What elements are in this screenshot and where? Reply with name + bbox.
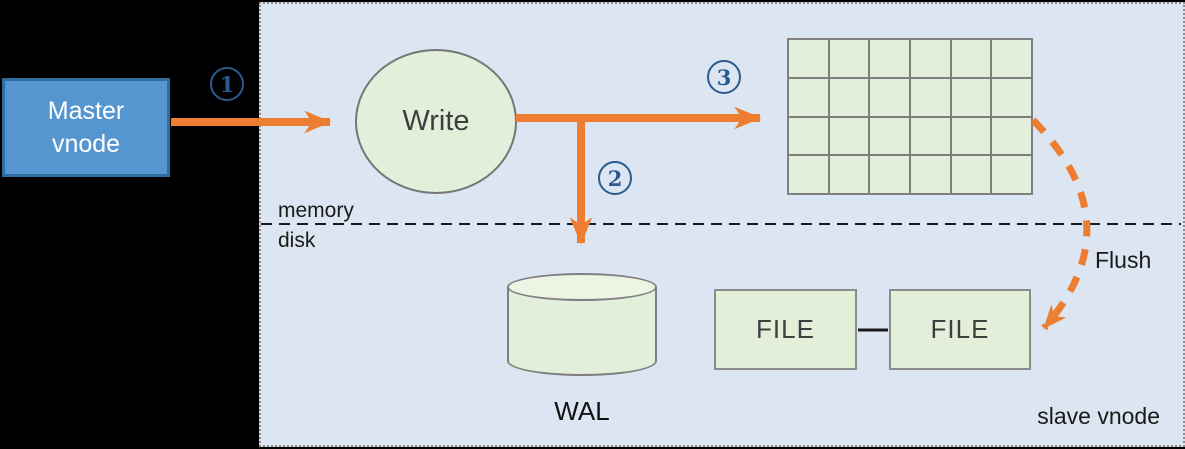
wal-cylinder-body (507, 287, 657, 376)
flush-label: Flush (1095, 247, 1152, 273)
file-box-1: FILE (714, 289, 857, 370)
memtable-cell (992, 40, 1031, 77)
write-ellipse: Write (355, 49, 517, 194)
memtable-cell (911, 117, 950, 155)
slave-vnode-label: slave vnode (1037, 403, 1160, 429)
memtable-cell (870, 78, 909, 116)
memtable-cell (870, 40, 909, 77)
memtable-cell (829, 156, 869, 193)
memtable-cell (870, 156, 909, 193)
wal-label: WAL (554, 396, 610, 426)
memtable-cell (911, 78, 950, 116)
memtable-cell (911, 156, 950, 193)
master-vnode-box: Master vnode (2, 78, 170, 177)
memtable-cell (911, 40, 950, 77)
memtable-cell (992, 78, 1031, 116)
memtable-cell (789, 40, 828, 77)
memtable-grid (787, 38, 1033, 195)
memtable-cell (951, 156, 991, 193)
memtable-cell (870, 117, 909, 155)
memtable-cell (789, 78, 828, 116)
step-3-badge: 3 (707, 60, 741, 94)
step-1-badge: 1 (210, 67, 244, 101)
step-2-badge: 2 (598, 161, 632, 195)
memory-label: memory (278, 199, 354, 222)
memtable-cell (829, 78, 869, 116)
memtable-cell (992, 117, 1031, 155)
memtable-cell (789, 156, 828, 193)
wal-cylinder-top (507, 273, 657, 301)
memtable-cell (992, 156, 1031, 193)
memtable-cell (951, 40, 991, 77)
file-box-2: FILE (889, 289, 1031, 370)
memtable-cell (829, 117, 869, 155)
memtable-cell (951, 78, 991, 116)
memtable-cell (789, 117, 828, 155)
memtable-cell (951, 117, 991, 155)
memtable-cell (829, 40, 869, 77)
disk-label: disk (278, 229, 316, 252)
